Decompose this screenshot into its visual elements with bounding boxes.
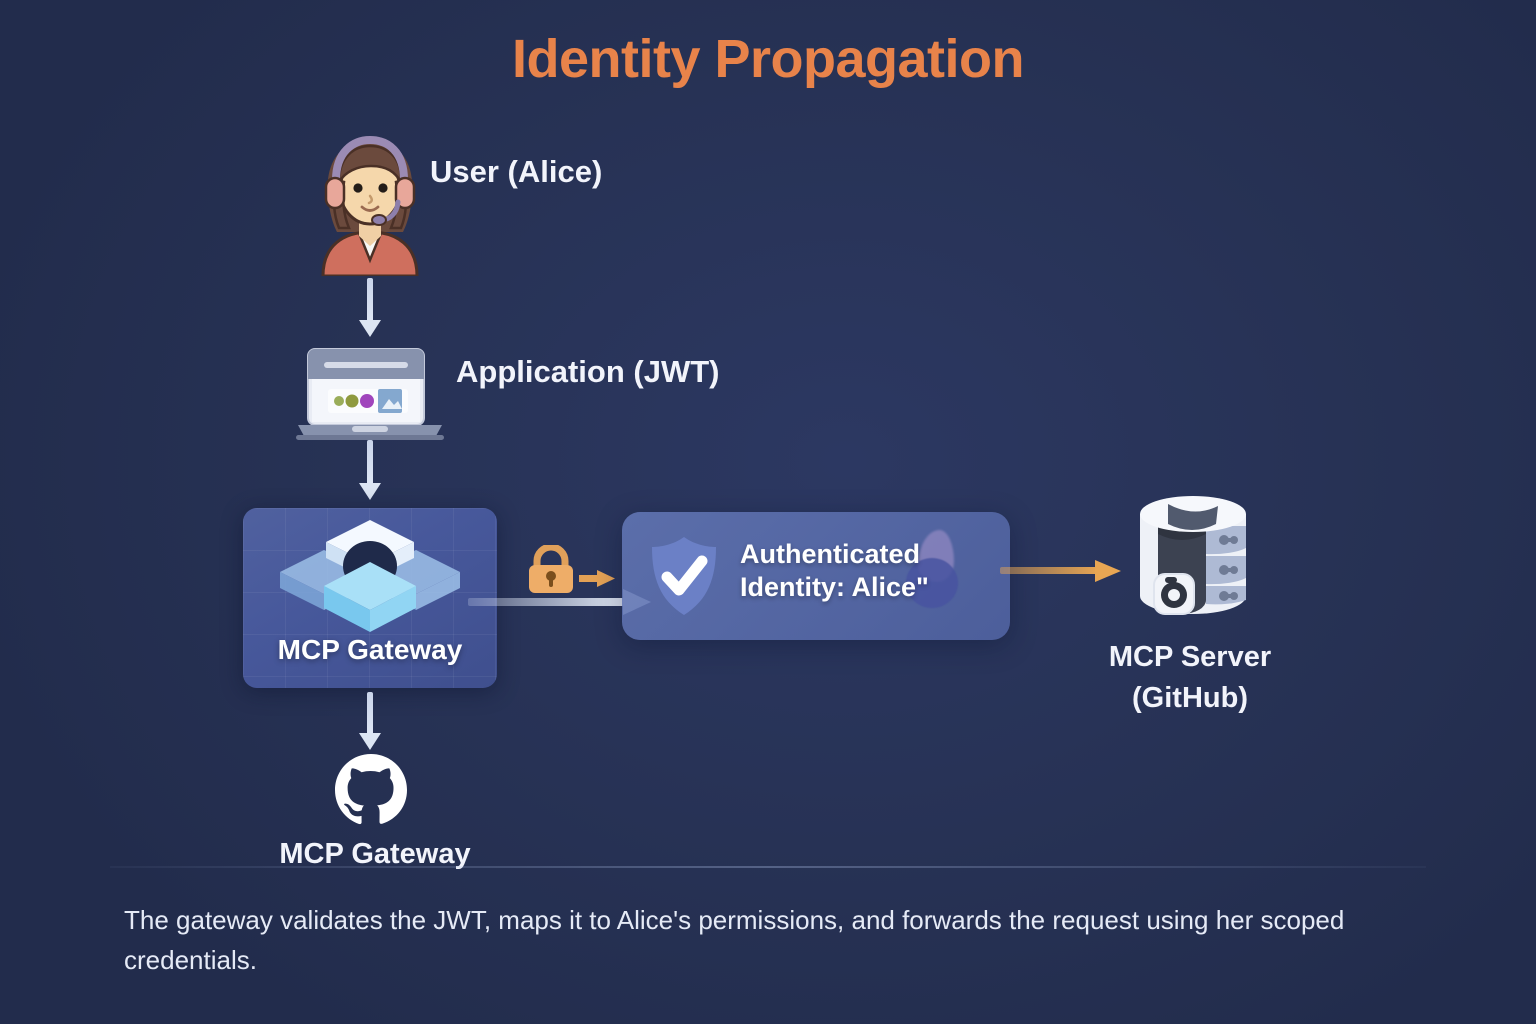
arrow-down-icon-gateway-to-github: [359, 692, 381, 752]
arrow-right-icon-auth-to-server: [1000, 560, 1128, 582]
mcp-server-node: [1128, 490, 1258, 620]
page-title: Identity Propagation: [511, 29, 1025, 89]
label-mcp-gateway: MCP Gateway: [277, 634, 463, 665]
database-server-icon: [1140, 496, 1246, 615]
label-mcp-server-line1: MCP Server: [1108, 641, 1272, 673]
lock-badge-group: [519, 543, 619, 595]
github-octocat-icon: [335, 754, 407, 825]
footer-description: The gateway validates the JWT, maps it t…: [124, 905, 1345, 975]
user-avatar-headset-icon: [321, 135, 419, 276]
auth-line-1: Authenticated: [740, 539, 921, 569]
footer-divider: [110, 866, 1426, 868]
auth-identity-text: Authenticated Identity: Alice": [740, 538, 998, 604]
github-mark: [333, 752, 409, 828]
label-mcp-server: MCP Server (GitHub): [1100, 637, 1280, 719]
application-laptop: [294, 347, 446, 443]
arrow-down-icon-app-to-gateway: [359, 440, 381, 502]
decorative-circle: [906, 558, 958, 608]
laptop-icon: [296, 348, 444, 440]
label-application: Application (JWT): [456, 354, 720, 389]
label-github-gateway: MCP Gateway: [279, 838, 471, 870]
shield-check-badge: [646, 534, 722, 618]
mcp-gateway-node[interactable]: MCP Gateway: [243, 508, 497, 688]
shield-check-icon: [652, 537, 716, 615]
auth-line-2: Identity: Alice": [740, 572, 929, 602]
label-mcp-server-line2: (GitHub): [1132, 682, 1248, 714]
isometric-cubes-icon: [280, 520, 460, 632]
padlock-icon: [529, 543, 615, 593]
arrow-right-icon-lock: [579, 570, 615, 587]
label-user: User (Alice): [430, 154, 603, 189]
user-avatar: [303, 128, 437, 276]
authenticated-identity-card[interactable]: Authenticated Identity: Alice": [622, 512, 1010, 640]
arrow-down-icon-user-to-app: [359, 278, 381, 338]
